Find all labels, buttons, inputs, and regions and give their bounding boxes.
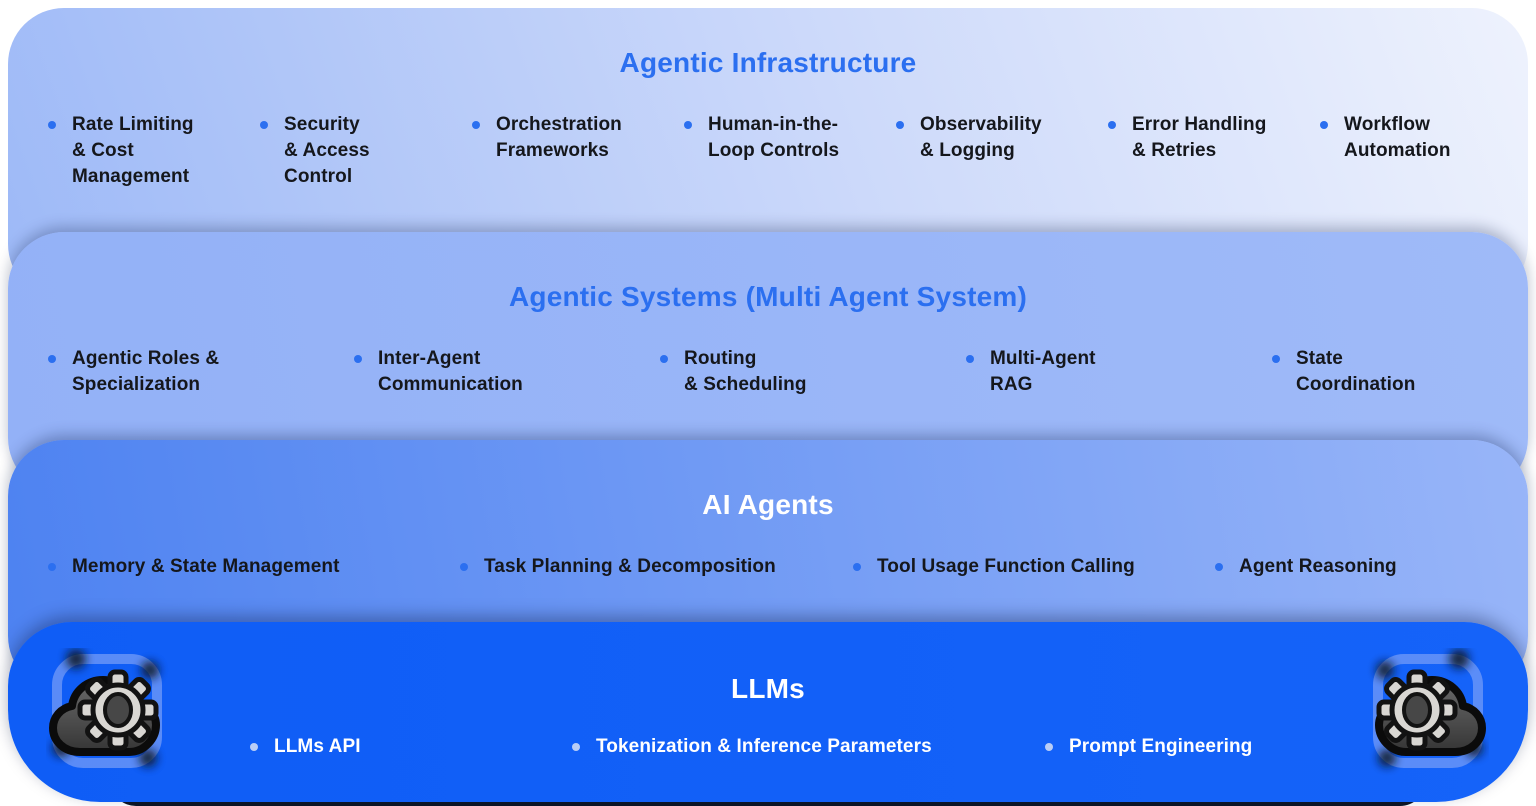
list-item: Task Planning & Decomposition — [460, 554, 776, 580]
bullet-icon — [1272, 355, 1280, 363]
item-line: RAG — [990, 374, 1033, 395]
bullet-icon — [48, 121, 56, 129]
list-item: Prompt Engineering — [1045, 734, 1252, 760]
item-line: Coordination — [1296, 374, 1416, 395]
item-line: & Cost — [72, 140, 134, 161]
layer-title: LLMs — [731, 673, 805, 704]
item-line: Control — [284, 166, 353, 187]
item-line: State — [1296, 348, 1343, 369]
bullet-icon — [1045, 743, 1053, 751]
layer-items: LLMs API Tokenization & Inference Parame… — [8, 734, 1528, 806]
list-item: Error Handling & Retries — [1108, 112, 1266, 164]
item-line: Loop Controls — [708, 140, 840, 161]
list-item: Observability & Logging — [896, 112, 1042, 164]
item-line: Error Handling — [1132, 114, 1267, 135]
item-line: Specialization — [72, 374, 201, 395]
list-item: LLMs API — [250, 734, 361, 760]
item-line: & Retries — [1132, 140, 1217, 161]
item-line: & Logging — [920, 140, 1015, 161]
bullet-icon — [1108, 121, 1116, 129]
list-item: Memory & State Management — [48, 554, 340, 580]
list-item: Agentic Roles & Specialization — [48, 346, 219, 398]
bullet-icon — [460, 563, 468, 571]
item-line: Management — [72, 166, 190, 187]
gear-icon — [77, 669, 159, 751]
layer-title: Agentic Infrastructure — [619, 47, 917, 78]
bullet-icon — [853, 563, 861, 571]
list-item: Tool Usage Function Calling — [853, 554, 1135, 580]
item-line: & Access — [284, 140, 370, 161]
item-line: Inter-Agent — [378, 348, 481, 369]
bullet-icon — [354, 355, 362, 363]
layer-title: AI Agents — [702, 489, 834, 520]
bullet-icon — [660, 355, 668, 363]
item-line: Tool Usage Function Calling — [877, 556, 1135, 577]
bullet-icon — [896, 121, 904, 129]
list-item: Routing & Scheduling — [660, 346, 807, 398]
item-line: Rate Limiting — [72, 114, 194, 135]
bullet-icon — [966, 355, 974, 363]
item-line: LLMs API — [274, 736, 361, 757]
list-item: Tokenization & Inference Parameters — [572, 734, 932, 760]
item-line: & Scheduling — [684, 374, 807, 395]
bullet-icon — [572, 743, 580, 751]
list-item: Human-in-the- Loop Controls — [684, 112, 839, 164]
bullet-icon — [684, 121, 692, 129]
layer-title: Agentic Systems (Multi Agent System) — [508, 281, 1028, 312]
item-line: Frameworks — [496, 140, 609, 161]
bullet-icon — [48, 563, 56, 571]
item-line: Agent Reasoning — [1239, 556, 1397, 577]
item-line: Task Planning & Decomposition — [484, 556, 776, 577]
item-line: Communication — [378, 374, 523, 395]
bullet-icon — [472, 121, 480, 129]
gear-icon — [1376, 669, 1458, 751]
list-item: Agent Reasoning — [1215, 554, 1397, 580]
bullet-icon — [48, 355, 56, 363]
bullet-icon — [1320, 121, 1328, 129]
item-line: Multi-Agent — [990, 348, 1096, 369]
item-line: Orchestration — [496, 114, 622, 135]
item-line: Agentic Roles & — [72, 348, 220, 369]
item-line: Memory & State Management — [72, 556, 340, 577]
item-line: Tokenization & Inference Parameters — [596, 736, 932, 757]
layer-items: Memory & State Management Task Planning … — [8, 554, 1528, 806]
item-line: Prompt Engineering — [1069, 736, 1253, 757]
bullet-icon — [260, 121, 268, 129]
layer-items: Agentic Roles & Specialization Inter-Agen… — [8, 346, 1528, 608]
bullet-icon — [250, 743, 258, 751]
item-line: Automation — [1344, 140, 1451, 161]
bullet-icon — [1215, 563, 1223, 571]
layer-llms: LLMs LLMs API Tokenization & Inference P… — [8, 622, 1528, 802]
item-line: Security — [284, 114, 360, 135]
item-line: Routing — [684, 348, 757, 369]
item-line: Observability — [920, 114, 1042, 135]
item-line: Workflow — [1344, 114, 1430, 135]
cloud-gear-icon — [1373, 649, 1486, 768]
cloud-gear-icon — [49, 649, 162, 768]
item-line: Human-in-the- — [708, 114, 839, 135]
